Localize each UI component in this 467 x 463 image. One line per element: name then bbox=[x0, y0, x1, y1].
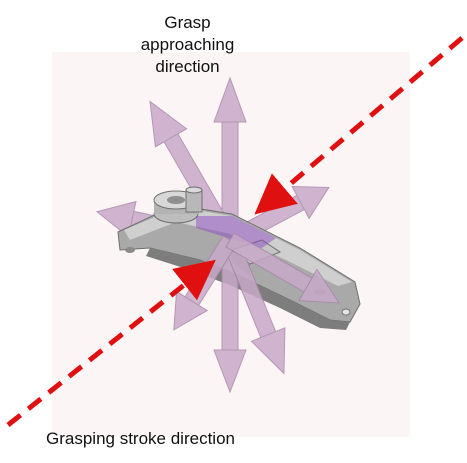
approach-arrows-front bbox=[173, 232, 341, 394]
stroke-direction-label: Grasping stroke direction bbox=[46, 429, 235, 448]
grasping-stroke-line-upper bbox=[254, 36, 464, 215]
approach-label-line3: direction bbox=[155, 57, 220, 76]
grasp-approach-arrow bbox=[221, 236, 286, 375]
approach-label-line2: approaching bbox=[140, 35, 235, 54]
approach-label-line1: Grasp bbox=[164, 13, 211, 32]
grasping-stroke bbox=[6, 36, 464, 427]
grasp-approach-arrow bbox=[225, 232, 341, 304]
approach-direction-label: Grasp approaching direction bbox=[120, 12, 255, 78]
grasping-stroke-line-lower bbox=[6, 259, 216, 427]
